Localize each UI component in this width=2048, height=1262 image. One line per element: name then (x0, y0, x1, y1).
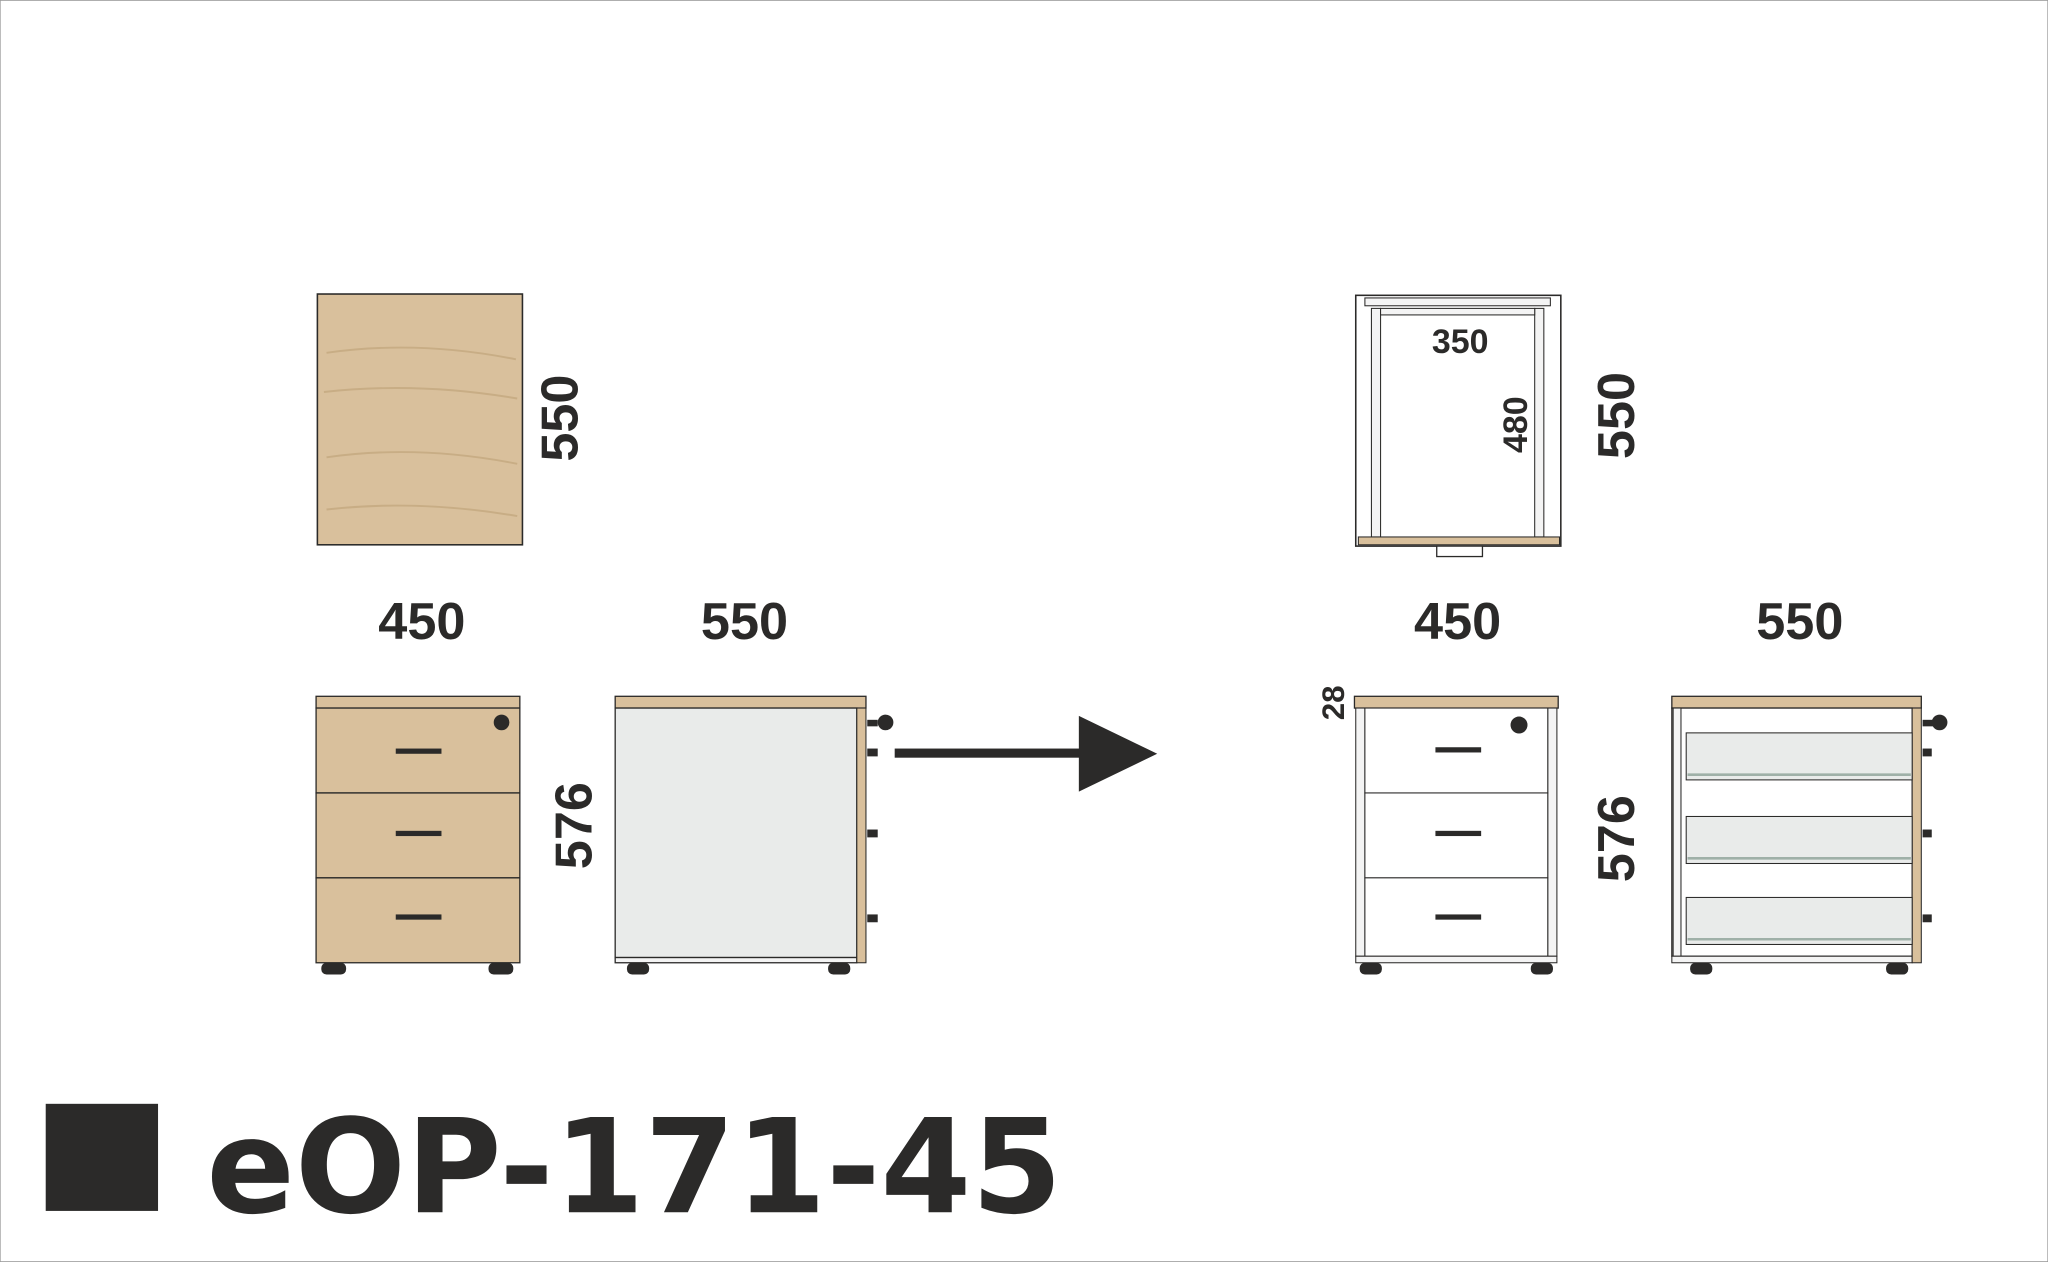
lock-icon (1510, 716, 1528, 734)
left-top-depth-label: 550 (531, 375, 589, 462)
drawer-inner-depth-label: 480 (1497, 396, 1535, 453)
product-code: eOP-171-45 (206, 1091, 1062, 1243)
drawer-inner-width-label: 350 (1432, 323, 1489, 361)
left-side-view (614, 695, 894, 975)
left-front-height-label: 576 (546, 782, 604, 869)
top-thickness-label: 28 (1316, 685, 1351, 720)
right-front-view (1353, 695, 1559, 975)
color-swatch (45, 1103, 159, 1211)
right-top-depth-label: 550 (1588, 372, 1646, 459)
left-side-depth-label: 550 (701, 593, 788, 651)
right-front-width-label: 450 (1414, 593, 1501, 651)
right-front-height-label: 576 (1588, 795, 1646, 882)
left-top-view (316, 293, 524, 546)
left-front-width-label: 450 (378, 593, 465, 651)
right-side-view (1671, 695, 1948, 975)
arrow-right-icon (894, 715, 1158, 792)
right-top-view (1354, 294, 1562, 558)
left-front-view (315, 695, 521, 975)
lock-icon (493, 714, 510, 731)
right-side-depth-label: 550 (1756, 593, 1843, 651)
